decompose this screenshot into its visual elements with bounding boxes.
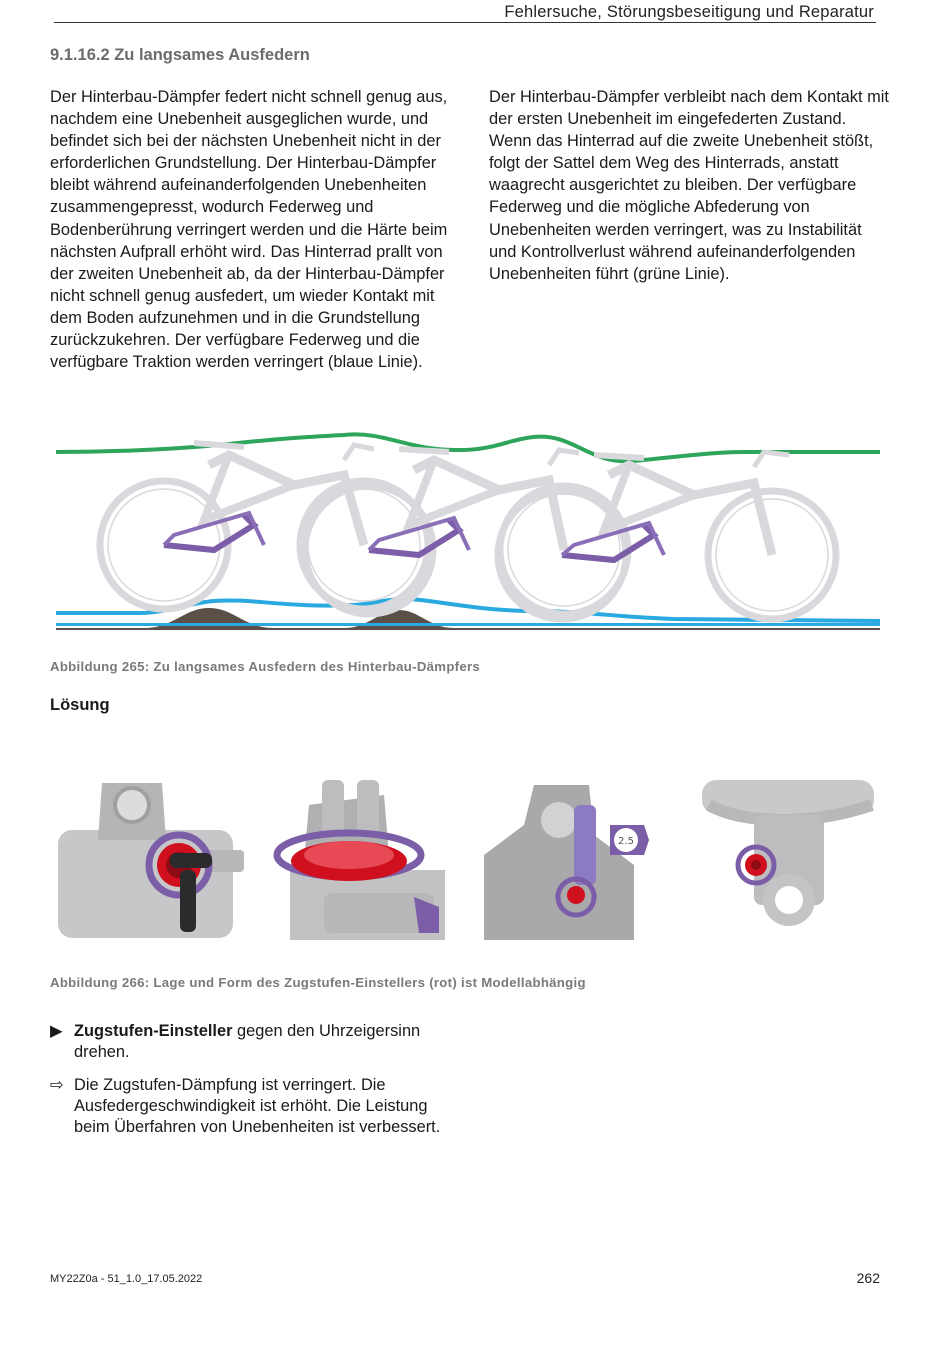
action-rest: gegen den Uhrzeigersinn drehen.	[74, 1022, 421, 1061]
green-line	[55, 432, 880, 464]
blue-ground-line	[56, 623, 880, 626]
damper-3: 2.5	[484, 785, 649, 940]
damper-2	[273, 780, 445, 940]
damper-1	[58, 783, 244, 938]
figure-265-caption: Abbildung 265: Zu langsames Ausfedern de…	[50, 659, 481, 674]
footer-document-code: MY22Z0a - 51_1.0_17.05.2022	[50, 1273, 203, 1285]
bike-1	[96, 440, 432, 613]
figure-damper-adjusters: 2.5	[58, 780, 874, 940]
left-paragraph: Der Hinterbau-Dämpfer federt nicht schne…	[50, 88, 448, 372]
header-title: Fehlersuche, Störungsbeseitigung und Rep…	[504, 3, 874, 21]
result-text: Die Zugstufen-Dämpfung ist verringert. D…	[74, 1076, 441, 1136]
right-paragraph: Der Hinterbau-Dämpfer verbleibt nach dem…	[489, 88, 889, 283]
action-step: ▶ Zugstufen-Einsteller gegen den Uhrzeig…	[50, 1021, 450, 1063]
action-arrow-icon: ▶	[50, 1022, 63, 1040]
solution-heading: Lösung	[50, 696, 110, 714]
section-heading: 9.1.16.2 Zu langsames Ausfedern	[50, 46, 310, 64]
action-text: Zugstufen-Einsteller gegen den Uhrzeiger…	[74, 1021, 450, 1063]
result-arrow-icon: ⇨	[50, 1076, 64, 1094]
result-step: ⇨ Die Zugstufen-Dämpfung ist verringert.…	[50, 1075, 450, 1138]
bike-2	[301, 446, 632, 618]
ground-bumps	[56, 608, 880, 630]
allen-key-size-label: 2.5	[618, 836, 634, 847]
damper-4	[702, 780, 874, 926]
footer-page-number: 262	[856, 1270, 880, 1286]
action-bold-term: Zugstufen-Einsteller	[74, 1022, 233, 1040]
bike-3	[494, 449, 840, 623]
figure-266-caption: Abbildung 266: Lage und Form des Zugstuf…	[50, 975, 586, 990]
figure-bikes-illustration	[55, 432, 881, 630]
header-rule	[54, 22, 876, 23]
